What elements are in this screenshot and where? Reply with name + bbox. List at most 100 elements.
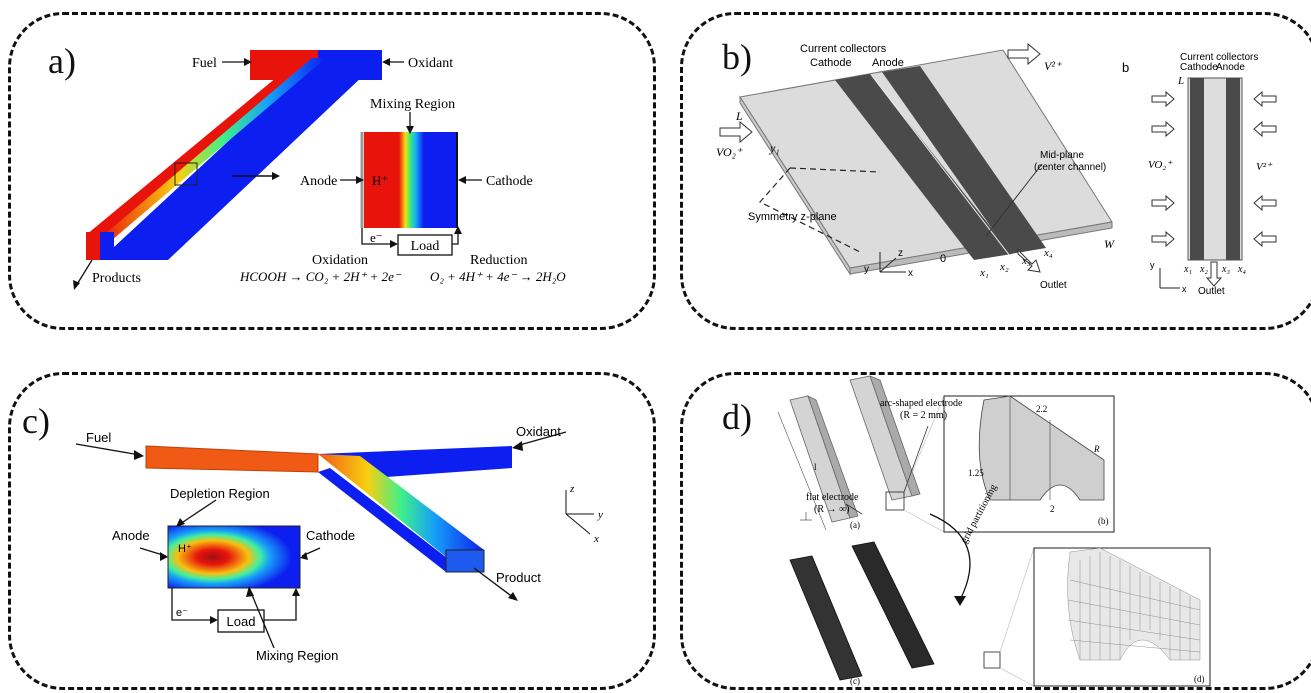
channel-end-face (86, 232, 102, 260)
x3-label-b: x₃ (1021, 255, 1031, 267)
center-channel-label: (center channel) (1034, 162, 1106, 173)
fuel-label-a: Fuel (192, 56, 217, 71)
v2plus-label: V²⁺ (1044, 59, 1063, 73)
oxidant-label-c: Oxidant (516, 424, 561, 439)
dim-1-25-label: 1.25 (968, 468, 984, 478)
sub-c-label: (c) (850, 676, 860, 686)
cathode-label-a: Cathode (486, 174, 533, 189)
reduction-equation: O₂ + 4H⁺ + 4e⁻ → 2H₂O (430, 269, 566, 284)
depletion-label: Depletion Region (170, 486, 270, 501)
x4-label-b: x₄ (1043, 247, 1053, 259)
ax-y-b: y (864, 264, 869, 275)
anode-strip-side (1226, 78, 1240, 260)
current-collectors-side: Current collectors (1180, 52, 1258, 63)
cathode-strip (835, 74, 1012, 260)
ax-z-b: z (898, 248, 903, 259)
oxidation-label: Oxidation (312, 253, 368, 268)
current-collectors-label: Current collectors (800, 43, 887, 55)
cathode-side: Cathode (1180, 62, 1218, 73)
panel-b-label: b) (722, 37, 752, 77)
load-label-a: Load (411, 239, 440, 254)
ax-x-b: x (908, 268, 913, 279)
x3-side: x₃ (1221, 264, 1230, 275)
load-box-a (397, 234, 453, 256)
oxidation-equation: HCOOH → CO₂ + 2H⁺ + 2e⁻ (239, 269, 402, 284)
oxidant-label-a: Oxidant (408, 56, 453, 71)
load-label-c: Load (227, 614, 256, 629)
ax-y-c: y (597, 509, 603, 521)
outlet-label-b: Outlet (1040, 280, 1067, 291)
cathode-strip-side (1190, 78, 1204, 260)
electron-label-c: e⁻ (176, 607, 188, 619)
anode-strip (882, 66, 1046, 254)
inset-b-electrode (978, 395, 1105, 501)
cathode-label-c: Cathode (306, 528, 355, 543)
W-label: W (1104, 237, 1115, 251)
dim-l-label: l (814, 462, 817, 472)
x1-label-b: x₁ (979, 267, 989, 279)
flat-electrode-label: flat electrode (806, 492, 859, 503)
ax-x-c: x (593, 533, 599, 545)
x2-side: x₂ (1199, 264, 1208, 275)
sub-a-label: (a) (850, 520, 860, 530)
panel-d-label: d) (722, 397, 752, 437)
dim-2-label: 2 (1050, 504, 1055, 514)
mixing-region-inset (364, 132, 456, 228)
electron-label-a: e⁻ (370, 230, 383, 245)
fuel-label-c: Fuel (86, 430, 111, 445)
sub-d-label: (d) (1194, 674, 1205, 684)
load-box-c (217, 609, 265, 633)
flat-electrode-mesh (789, 555, 863, 681)
proton-label-a: H⁺ (372, 173, 388, 188)
panel-c-label: c) (22, 401, 50, 441)
x4-side: x₄ (1237, 264, 1246, 275)
x2-label-b: x₂ (999, 261, 1009, 273)
ax-z-c: z (569, 483, 575, 495)
panel-b (680, 12, 1311, 330)
products-label: Products (92, 271, 141, 286)
anode-label-c: Anode (112, 528, 150, 543)
panel-c (8, 372, 656, 690)
zero-label: 0 (940, 253, 946, 265)
L-label: L (735, 109, 743, 123)
anode-label-b: Anode (872, 57, 904, 69)
panel-a (8, 12, 656, 330)
ax-y-side: y (1150, 260, 1155, 270)
depletion-inset (167, 525, 301, 589)
reduction-label: Reduction (470, 253, 528, 268)
arc-electrode-mesh (851, 541, 935, 669)
panel-b-sublabel: b (1122, 60, 1129, 75)
outlet-side: Outlet (1198, 286, 1225, 297)
v2plus-side: V²⁺ (1256, 161, 1273, 173)
L-side: L (1177, 75, 1184, 87)
panel-a-label: a) (48, 41, 76, 81)
dim-2-2-label: 2.2 (1036, 404, 1047, 414)
mid-plane-label: Mid-plane (1040, 150, 1084, 161)
arc-electrode-label: arc-shaped electrode (880, 398, 963, 409)
y1-label: y₁ (769, 141, 780, 155)
anode-label-a: Anode (300, 174, 337, 189)
anode-side: Anode (1216, 62, 1245, 73)
cathode-label-b: Cathode (810, 57, 852, 69)
main-channel-blue (100, 58, 382, 260)
outlet-branch (318, 454, 484, 568)
x1-side: x₁ (1183, 264, 1192, 275)
proton-label-c: H⁺ (178, 543, 192, 555)
vo2plus-label: VO₂⁺ (716, 145, 744, 159)
main-channel-mix (98, 58, 326, 240)
flat-r-label: (R → ∞) (814, 504, 849, 515)
panel-d (680, 372, 1311, 690)
ax-x-side: x (1182, 284, 1187, 294)
mixing-label-c: Mixing Region (256, 648, 338, 663)
arc-r-label: (R = 2 mm) (900, 410, 947, 421)
dim-r-label: R (1093, 444, 1100, 454)
vo2plus-side: VO₂⁺ (1148, 159, 1173, 171)
sub-b-label: (b) (1098, 516, 1109, 526)
mixing-region-label-a: Mixing Region (370, 97, 455, 112)
symmetry-label: Symmetry z-plane (748, 211, 837, 223)
channel-end-face-blue (100, 232, 114, 260)
